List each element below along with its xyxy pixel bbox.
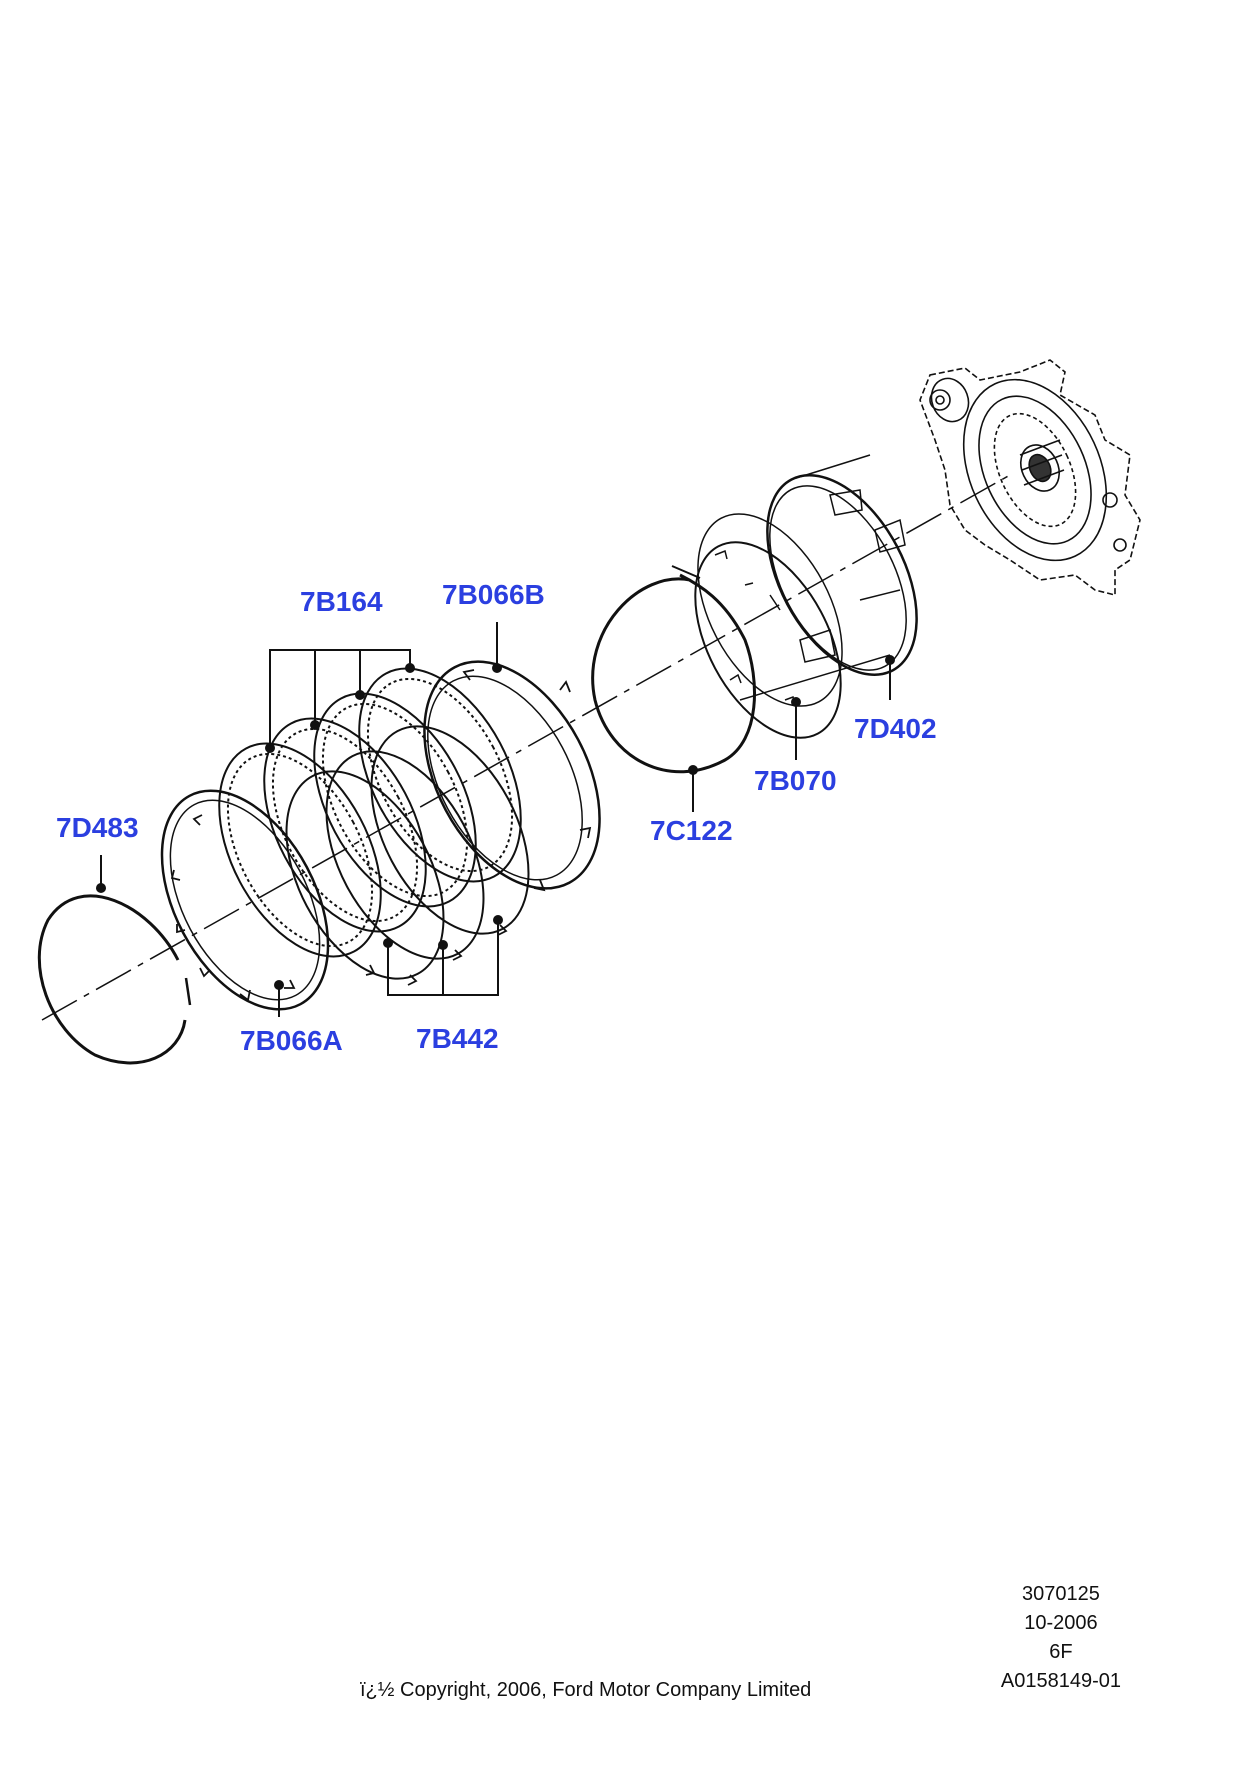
plate-7B066B: [423, 660, 601, 892]
leader-lines: [96, 622, 895, 1017]
callout-7B442[interactable]: 7B442: [416, 1023, 499, 1054]
callout-7B070[interactable]: 7B070: [754, 765, 837, 796]
illustration-date: 10-2006: [1024, 1612, 1098, 1634]
callout-7B164[interactable]: 7B164: [300, 586, 383, 617]
model-code: 6F: [1049, 1641, 1073, 1663]
callout-7B066A[interactable]: 7B066A: [240, 1025, 343, 1056]
callout-7B066B[interactable]: 7B066B: [442, 579, 545, 610]
plate-7B066A: [160, 789, 330, 1011]
drum-7D402: [697, 454, 918, 707]
illustration-id: A0158149-01: [1000, 1670, 1121, 1692]
friction-plates-7B164: [218, 667, 522, 958]
ring-7B070: [694, 541, 842, 739]
callout-7D483[interactable]: 7D483: [56, 812, 139, 843]
snap-ring-7C122: [591, 565, 756, 774]
pump-housing: [919, 359, 1141, 597]
copyright-notice: ï¿½ Copyright, 2006, Ford Motor Company …: [360, 1679, 812, 1701]
snap-ring-7D483: [37, 894, 192, 1065]
callout-7D402[interactable]: 7D402: [854, 713, 937, 744]
reference-number: 3070125: [1022, 1583, 1100, 1605]
illustration-info: 3070125 10-2006 6F A0158149-01: [1001, 1580, 1121, 1696]
callout-7C122[interactable]: 7C122: [650, 815, 733, 846]
steel-plates-7B442: [285, 725, 530, 986]
